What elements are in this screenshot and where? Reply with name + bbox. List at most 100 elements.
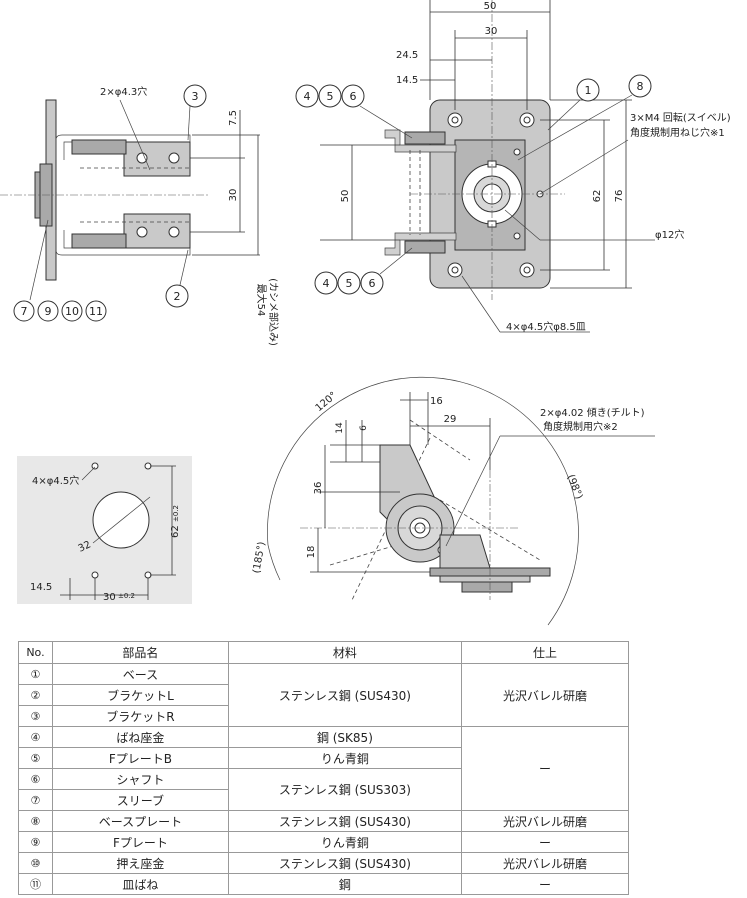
finish-cell: ー	[460, 831, 630, 853]
bracket-lower-arm	[55, 230, 191, 256]
bracket-hole	[168, 152, 180, 164]
header-no: No.	[18, 641, 53, 664]
balloon-3-num: 3	[192, 90, 199, 103]
dim-30: 30	[228, 189, 239, 202]
dim-50-side: 50	[340, 190, 351, 203]
balloon-5-bottom: 5	[346, 277, 353, 290]
balloon-1: 1	[585, 84, 592, 97]
parts-table: No. 部品名 材料 仕上 ① ベース ステンレス鋼 (SUS430) 光沢バレ…	[18, 641, 630, 895]
header-finish: 仕上	[460, 641, 630, 664]
dim-62-side: 62	[592, 190, 603, 203]
tilt-note-2: 角度規制用穴※2	[543, 420, 618, 433]
left-view: 7.5 30 最大54 (カシメ部込み) 2×φ4.3穴 3 2 7 9 10 …	[0, 84, 280, 346]
f-plate-lower	[71, 233, 127, 249]
dim-29: 29	[444, 414, 457, 425]
dim-6: 6	[359, 425, 369, 431]
material-cell: ステンレス鋼 (SUS430)	[227, 663, 462, 727]
material-cell: ステンレス鋼 (SUS430)	[227, 852, 462, 874]
material-cell: 鋼 (SK85)	[227, 726, 462, 748]
spring-washer-top	[404, 131, 446, 145]
spring-washer-bottom	[404, 240, 446, 254]
balloon-11	[85, 300, 107, 322]
mount-62-tol: ±0.2	[172, 505, 180, 522]
balloon-10	[61, 300, 83, 322]
balloon-11-num: 11	[89, 305, 103, 318]
caulking-note: (カシメ部込み)	[267, 278, 280, 346]
finish-cell: ー	[460, 873, 630, 895]
balloon-9	[37, 300, 59, 322]
max-54-note: 最大54	[255, 284, 268, 317]
balloon-4-bottom: 4	[323, 277, 330, 290]
balloon-7-num: 7	[21, 305, 28, 318]
balloon-2	[165, 284, 189, 308]
balloon-7	[13, 300, 35, 322]
bracket-r-body	[123, 141, 191, 177]
material-cell: ステンレス鋼 (SUS430)	[227, 810, 462, 832]
dim-30-top: 30	[485, 26, 498, 37]
front-view: 50 30 24.5 14.5 50 62 76 3×M4 回転(スイベル) 角…	[295, 0, 731, 333]
finish-cell: ー	[460, 726, 630, 811]
angle-98: (98°)	[564, 473, 584, 501]
dim-76-side: 76	[614, 190, 625, 203]
finish-cell: 光沢バレル研磨	[460, 810, 630, 832]
m4-hole	[513, 148, 521, 156]
mount-hole	[91, 462, 99, 470]
mount-pattern: 32 4×φ4.5穴 62 ±0.2 30 ±0.2 14.5	[17, 456, 192, 604]
mount-62: 62	[170, 525, 181, 538]
sleeve-bottom	[461, 581, 513, 593]
table-row: ⑪ 皿ばね 鋼 ー	[18, 873, 630, 895]
material-cell: 鋼	[227, 873, 462, 895]
table-header-row: No. 部品名 材料 仕上	[18, 641, 630, 664]
drawing-canvas: 7.5 30 最大54 (カシメ部込み) 2×φ4.3穴 3 2 7 9 10 …	[0, 0, 731, 626]
finish-cell: 光沢バレル研磨	[460, 852, 630, 874]
table-row: ⑧ ベースプレート ステンレス鋼 (SUS430) 光沢バレル研磨	[18, 810, 630, 832]
bracket-l-body	[123, 213, 191, 249]
balloon-6-bottom: 6	[369, 277, 376, 290]
dim-14: 14	[335, 422, 345, 434]
balloon-3	[183, 84, 207, 108]
dim-7-5: 7.5	[228, 110, 239, 126]
dim-36: 36	[313, 482, 324, 495]
table-row: ① ベース ステンレス鋼 (SUS430) 光沢バレル研磨	[18, 663, 630, 727]
mount-14-5: 14.5	[30, 582, 52, 593]
hole-12-note: φ12穴	[655, 228, 684, 241]
balloon-5-top: 5	[327, 90, 334, 103]
f-plate-upper	[71, 139, 127, 155]
balloon-4-top: 4	[304, 90, 311, 103]
table-row: ③ ブラケットR	[18, 705, 629, 727]
arc-120	[267, 376, 501, 546]
bracket-hole	[136, 152, 148, 164]
table-row: ⑥ シャフト ステンレス鋼 (SUS303)	[18, 768, 629, 811]
material-cell: りん青銅	[227, 747, 462, 769]
mount-holes-note: 4×φ4.5穴	[32, 474, 79, 487]
header-name: 部品名	[51, 641, 229, 664]
mount-hole	[91, 571, 99, 579]
table-row: ⑨ Fプレート りん青銅 ー	[18, 831, 630, 853]
m4-note-1: 3×M4 回転(スイベル)	[630, 112, 731, 124]
angle-185: (185°)	[251, 541, 267, 574]
side-view: 16 29 14 6 36 18 120° (185°) (98°) 2×φ4.…	[251, 376, 655, 626]
tilt-note-1: 2×φ4.02 傾き(チルト)	[540, 406, 645, 419]
balloon-9-num: 9	[45, 305, 52, 318]
dim-14-5: 14.5	[396, 75, 418, 86]
hole-note: 2×φ4.3穴	[100, 85, 147, 98]
table-row: ④ ばね座金 鋼 (SK85) ー	[18, 726, 630, 811]
m4-hole	[513, 232, 521, 240]
bracket-bottom-front	[384, 232, 457, 256]
arc-98	[499, 397, 579, 626]
header-material: 材料	[227, 641, 462, 664]
dim-50-top: 50	[484, 1, 497, 12]
material-cell: りん青銅	[227, 831, 462, 853]
balloon-6-top: 6	[350, 90, 357, 103]
bracket-hole	[168, 226, 180, 238]
mount-30-tol: ±0.2	[118, 592, 135, 600]
balloon-10-num: 10	[65, 305, 79, 318]
dim-16: 16	[430, 396, 443, 407]
mount-dia-32: 32	[77, 539, 93, 554]
table-row: ⑩ 押え座金 ステンレス鋼 (SUS430) 光沢バレル研磨	[18, 852, 630, 874]
dim-18: 18	[306, 546, 317, 559]
m4-note-2: 角度規制用ねじ穴※1	[630, 126, 725, 139]
material-cell: ステンレス鋼 (SUS303)	[227, 768, 462, 811]
mount-30: 30	[103, 592, 116, 603]
table-row: ② ブラケットL	[18, 684, 629, 706]
